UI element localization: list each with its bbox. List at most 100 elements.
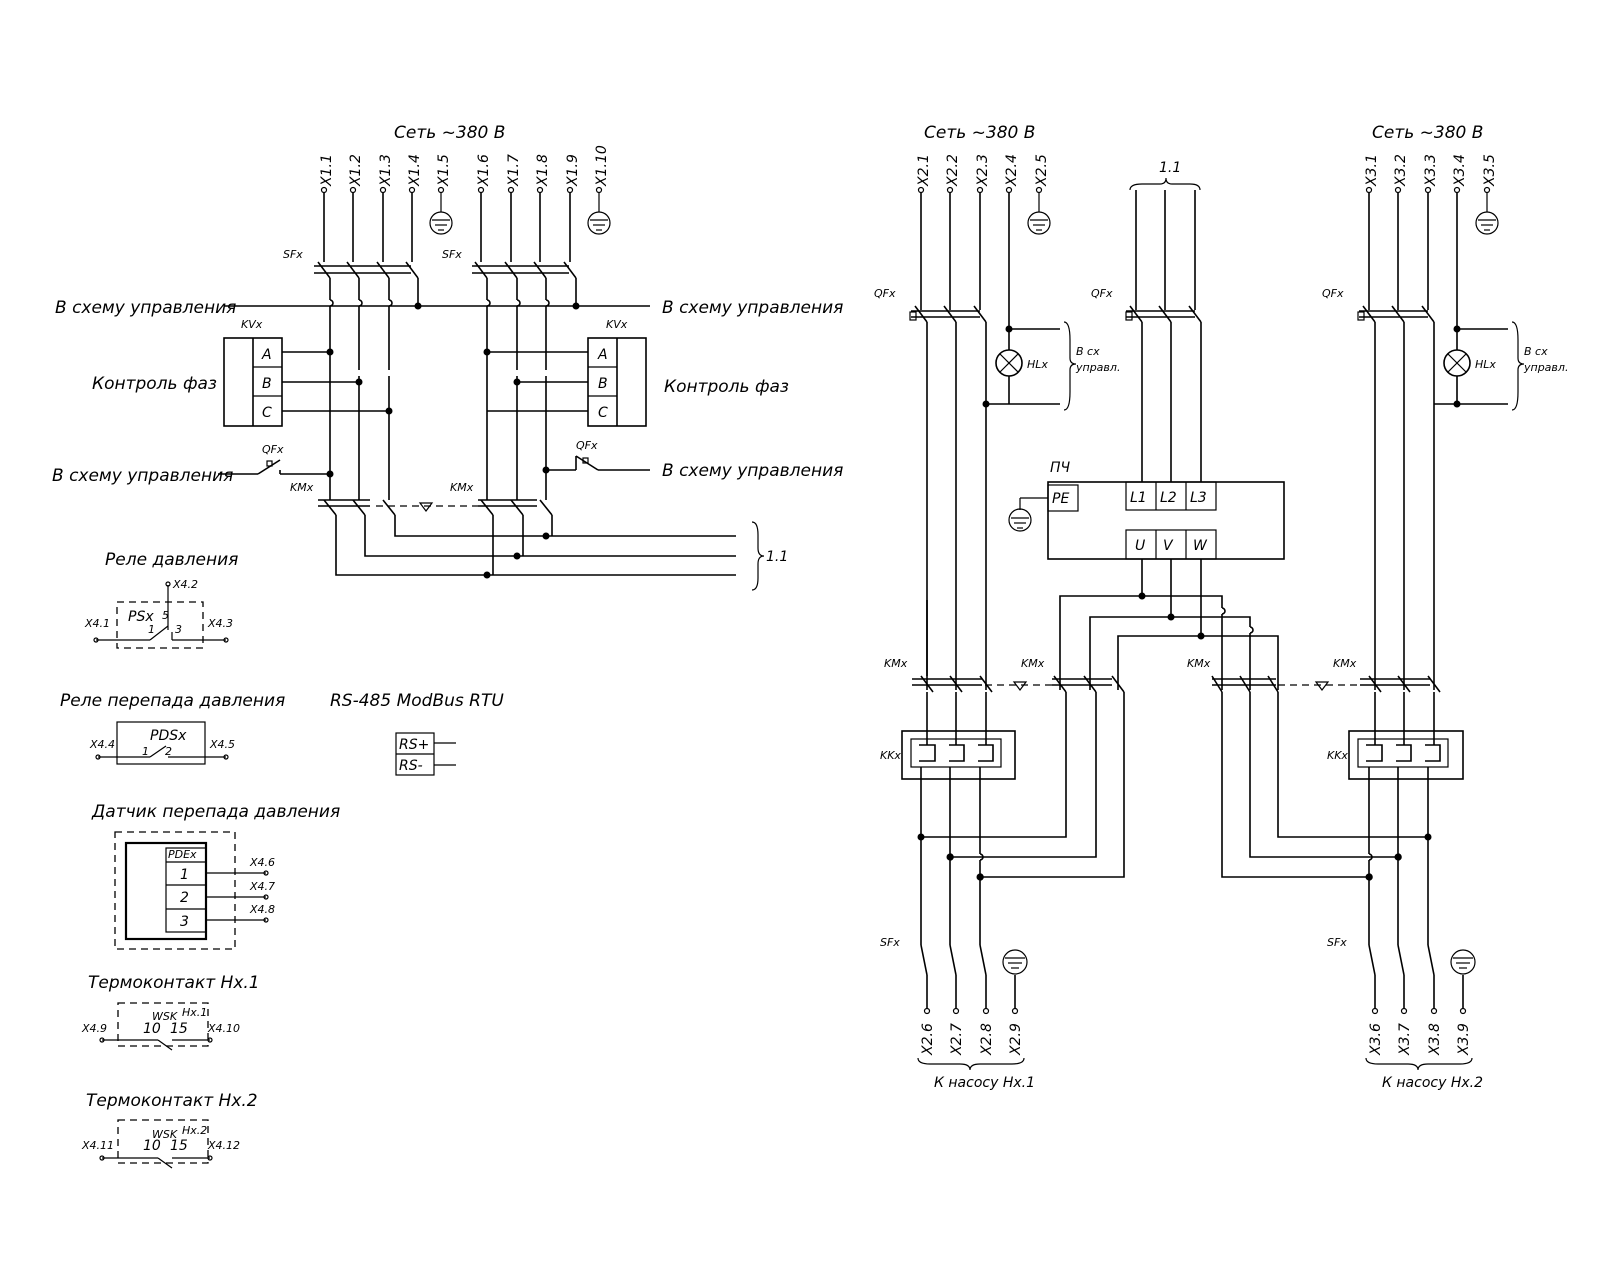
terminal-label: X3.2 xyxy=(1393,154,1409,187)
sf-label: SFx xyxy=(880,936,900,949)
contact-label: 15 xyxy=(170,1021,188,1037)
km-label: KMx xyxy=(290,481,314,494)
rs-minus-label: RS- xyxy=(399,758,423,774)
terminal-label: X4.3 xyxy=(207,617,233,630)
kv-label: KVx xyxy=(241,318,263,331)
terminal-label: X4.10 xyxy=(207,1022,240,1035)
sf-label: SFx xyxy=(1327,936,1347,949)
l1-label: L1 xyxy=(1130,490,1147,506)
kk-label: KKx xyxy=(880,749,901,762)
terminal-label: X2.9 xyxy=(1008,1023,1024,1056)
device-label: PSx xyxy=(128,609,154,625)
contact-label: 10 xyxy=(143,1021,161,1037)
km-contactor-pump2-direct xyxy=(1360,675,1441,693)
diff-sensor-title: Датчик перепада давления xyxy=(91,802,340,822)
diff-relay-title: Реле перепада давления xyxy=(60,691,285,711)
contact-label: 5 xyxy=(162,609,169,622)
sf-label: SFx xyxy=(442,248,462,261)
to-control-label: В схему управления xyxy=(55,298,236,318)
pump1-label: К насосу Нх.1 xyxy=(934,1075,1035,1091)
ground-icon xyxy=(1002,949,1028,975)
hl-label: HLx xyxy=(1475,358,1496,371)
ground-icon xyxy=(1450,949,1476,975)
sf-breaker-left xyxy=(314,261,419,279)
ground-icon xyxy=(1008,497,1048,532)
ground-icon xyxy=(1027,193,1051,235)
kv-relay-left: KVx A B C xyxy=(223,318,283,427)
km-contactor-right xyxy=(478,499,553,516)
terminal-label: X4.1 xyxy=(84,617,110,630)
terminal-label: X4.6 xyxy=(249,856,275,869)
km-label: KMx xyxy=(1187,657,1211,670)
terminal-label: X3.3 xyxy=(1423,154,1439,187)
terminal-label: X2.1 xyxy=(916,154,932,187)
kk-thermal-relay-1 xyxy=(901,730,1016,780)
sf-breaker-pump1 xyxy=(920,944,1016,1008)
terminal-label: X1.3 xyxy=(378,154,394,187)
terminal-label: X2.7 xyxy=(949,1023,965,1056)
rs-plus-label: RS+ xyxy=(399,737,429,753)
diff-pressure-relay: Реле перепада давления PDSx 1 2 X4.4 X4.… xyxy=(60,691,285,765)
contact-label: 15 xyxy=(170,1138,188,1154)
terminal-label: X3.9 xyxy=(1456,1023,1472,1056)
rs485-title: RS-485 ModBus RTU xyxy=(330,691,504,711)
pin-label: 3 xyxy=(180,914,189,930)
qf-label: QFx xyxy=(262,443,284,456)
terminal-label: X4.4 xyxy=(89,738,115,751)
terminal-label: X3.8 xyxy=(1427,1023,1443,1056)
km-contactor-left xyxy=(318,499,396,516)
phase-control-label: Контроль фаз xyxy=(92,374,217,394)
to-control-label: В схему управления xyxy=(662,298,843,318)
qf-label: QFx xyxy=(576,439,598,452)
terminal-label: X4.5 xyxy=(209,738,235,751)
phase-label: A xyxy=(261,347,272,363)
kk-thermal-relay-2 xyxy=(1348,730,1464,780)
contact-label: 1 xyxy=(148,623,155,636)
terminal-label: X4.7 xyxy=(249,880,275,893)
diff-pressure-sensor: Датчик перепада давления PDEx 1 2 3 X4.6… xyxy=(91,802,340,950)
u-label: U xyxy=(1135,538,1145,554)
l3-label: L3 xyxy=(1190,490,1207,506)
phase-label: C xyxy=(262,405,272,421)
phase-label: A xyxy=(597,347,608,363)
km-contactor-pump1-vfd xyxy=(1052,675,1125,693)
to-control-label: В схему управления xyxy=(662,461,843,481)
terminal-label: X2.5 xyxy=(1034,154,1050,187)
terminal-label: X3.4 xyxy=(1452,154,1468,187)
terminal-label: X2.2 xyxy=(945,154,961,187)
pe-label: PE xyxy=(1052,491,1069,507)
device-label: PDSx xyxy=(150,728,187,744)
to-control-label: В сх xyxy=(1076,345,1100,358)
thermo1-title: Термоконтакт Нх.1 xyxy=(88,973,260,993)
wsk-label: WSK xyxy=(152,1010,178,1023)
terminal-label: X1.7 xyxy=(506,154,522,187)
kv-relay-right: KVx A B C xyxy=(587,318,647,427)
terminal-label: X1.4 xyxy=(407,154,423,187)
terminal-label: X4.2 xyxy=(172,578,198,591)
terminal-label: X4.9 xyxy=(81,1022,107,1035)
terminal-label: X1.10 xyxy=(594,145,610,187)
terminal-label: X2.6 xyxy=(920,1023,936,1056)
lamp-icon xyxy=(995,329,1023,404)
wsk-label: WSK xyxy=(152,1128,178,1141)
terminal-label: X4.8 xyxy=(249,903,275,916)
device-label: PDEx xyxy=(168,848,197,861)
km-label: KMx xyxy=(1333,657,1357,670)
v-label: V xyxy=(1163,538,1174,554)
pressure-relay: Реле давления PSx 5 1 3 X4.2 X4.1 X4.3 xyxy=(84,550,238,649)
x2-bottom-terminals: X2.6 X2.7 X2.8 X2.9 xyxy=(920,1023,1024,1056)
lamp-icon xyxy=(1443,329,1471,404)
qf-label: QFx xyxy=(1322,287,1344,300)
w-label: W xyxy=(1193,538,1208,554)
pump2-label: К насосу Нх.2 xyxy=(1382,1075,1483,1091)
kv-label: KVx xyxy=(606,318,628,331)
x3-top-terminals: X3.1 X3.2 X3.3 X3.4 X3.5 xyxy=(1364,154,1498,187)
vfd-label: ПЧ xyxy=(1050,460,1071,476)
x2-top-terminals: X2.1 X2.2 X2.3 X2.4 X2.5 xyxy=(916,154,1050,187)
contact-label: 2 xyxy=(165,745,172,758)
left-power-section: Сеть ~380 В X1.1 X1.2 X1.3 X1.4 X1.5 X1.… xyxy=(52,123,843,591)
thermo-contact-1: Термоконтакт Нх.1 WSK Нх.1 10 15 X4.9 X4… xyxy=(81,973,260,1051)
bus-ref-label: 1.1 xyxy=(1159,160,1181,176)
km-label: KMx xyxy=(450,481,474,494)
